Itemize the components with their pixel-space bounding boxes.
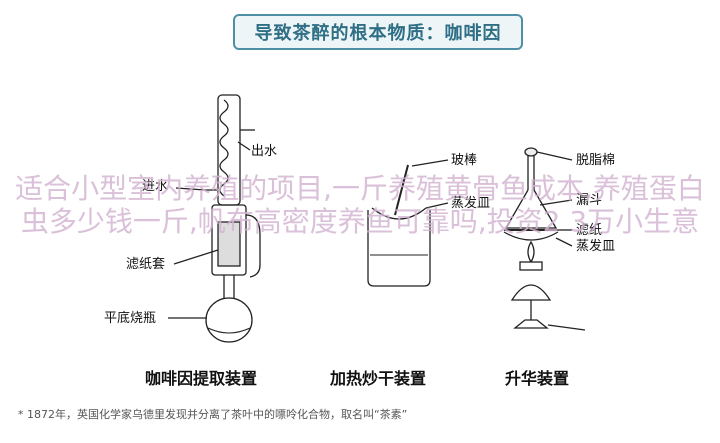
title-banner: 导致茶醉的根本物质：咖啡因 [233, 14, 523, 50]
caption-sublimation: 升华装置 [505, 369, 569, 388]
soxhlet-apparatus [168, 94, 261, 343]
label-filter-paper-sleeve: 滤纸套 [126, 256, 165, 272]
label-evaporating-dish-3: 蒸发皿 [576, 238, 615, 254]
label-flat-bottom-flask: 平底烧瓶 [104, 310, 156, 326]
sublimation-apparatus [503, 147, 586, 331]
label-filter-paper: 滤纸 [576, 223, 602, 238]
heating-apparatus [367, 159, 449, 287]
label-evaporating-dish-2: 蒸发皿 [451, 195, 490, 211]
label-water-out: 出水 [251, 144, 277, 159]
caption-extraction: 咖啡因提取装置 [145, 369, 257, 388]
label-water-in: 进水 [142, 179, 168, 194]
label-cotton: 脱脂棉 [576, 153, 615, 168]
label-funnel: 漏斗 [576, 192, 602, 208]
footnote: * 1872年，英国化学家乌德里发现并分离了茶叶中的嘌呤化合物，取名叫“茶素” [18, 408, 408, 421]
caption-heating: 加热炒干装置 [329, 369, 426, 388]
label-glass-rod: 玻棒 [451, 153, 477, 168]
page-title: 导致茶醉的根本物质：咖啡因 [254, 23, 502, 44]
